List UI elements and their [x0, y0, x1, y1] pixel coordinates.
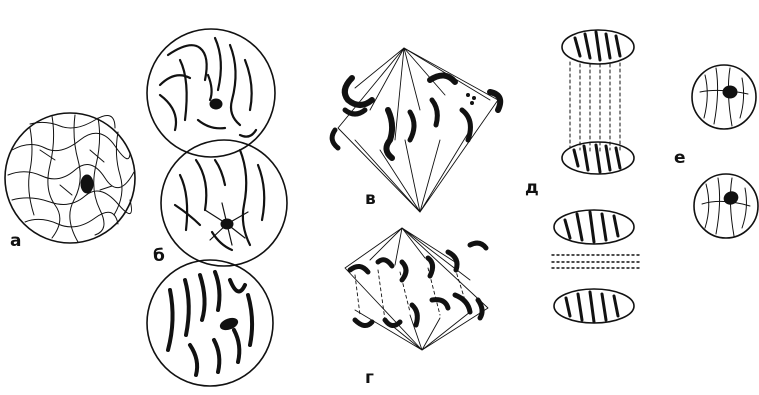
chromosomes — [575, 32, 620, 60]
chromatin — [702, 178, 750, 236]
condensed-chromosomes — [168, 272, 252, 375]
nucleolus — [219, 316, 239, 332]
spindle-remnant — [570, 62, 620, 152]
chromosomes — [574, 145, 620, 172]
chromatin-network — [8, 115, 134, 242]
chromosome-threads — [160, 38, 256, 137]
chromosome-threads — [175, 150, 264, 250]
daughter-cell-upper — [692, 65, 756, 129]
cell-interphase — [5, 113, 135, 243]
cell-prophase-2 — [161, 140, 287, 266]
label-interphase: а — [10, 233, 21, 250]
cell-prophase-1 — [147, 29, 275, 157]
cell-prophase-3 — [147, 260, 273, 386]
cell-membrane — [147, 260, 273, 386]
daughter-cell-lower — [694, 174, 758, 238]
telophase-early — [562, 30, 634, 174]
spindle-anaphase — [345, 228, 488, 350]
label-daughter-cells: е — [674, 150, 686, 167]
chromatin — [700, 68, 748, 126]
nucleolus — [722, 190, 740, 207]
label-prophase: б — [153, 248, 165, 265]
chromosomes — [566, 292, 618, 322]
chromosomes — [332, 75, 500, 158]
spindle-metaphase — [332, 48, 500, 212]
spindle-fibers — [345, 228, 488, 350]
chromosome-fragments — [466, 93, 476, 105]
interzonal-fibers — [355, 268, 468, 320]
telophase-late — [552, 210, 640, 323]
cell-membrane — [692, 65, 756, 129]
nucleolus — [221, 219, 233, 229]
nucleolus — [81, 175, 93, 193]
label-anaphase: г — [365, 370, 374, 387]
chromosomes — [565, 212, 618, 242]
label-metaphase: в — [365, 191, 376, 208]
spindle-fibers — [338, 48, 498, 212]
cell-membrane — [5, 113, 135, 243]
cell-membrane — [161, 140, 287, 266]
phragmoplast — [552, 255, 640, 268]
label-telophase: д — [525, 180, 539, 197]
nucleolus — [210, 99, 222, 109]
nucleolus — [723, 86, 737, 98]
